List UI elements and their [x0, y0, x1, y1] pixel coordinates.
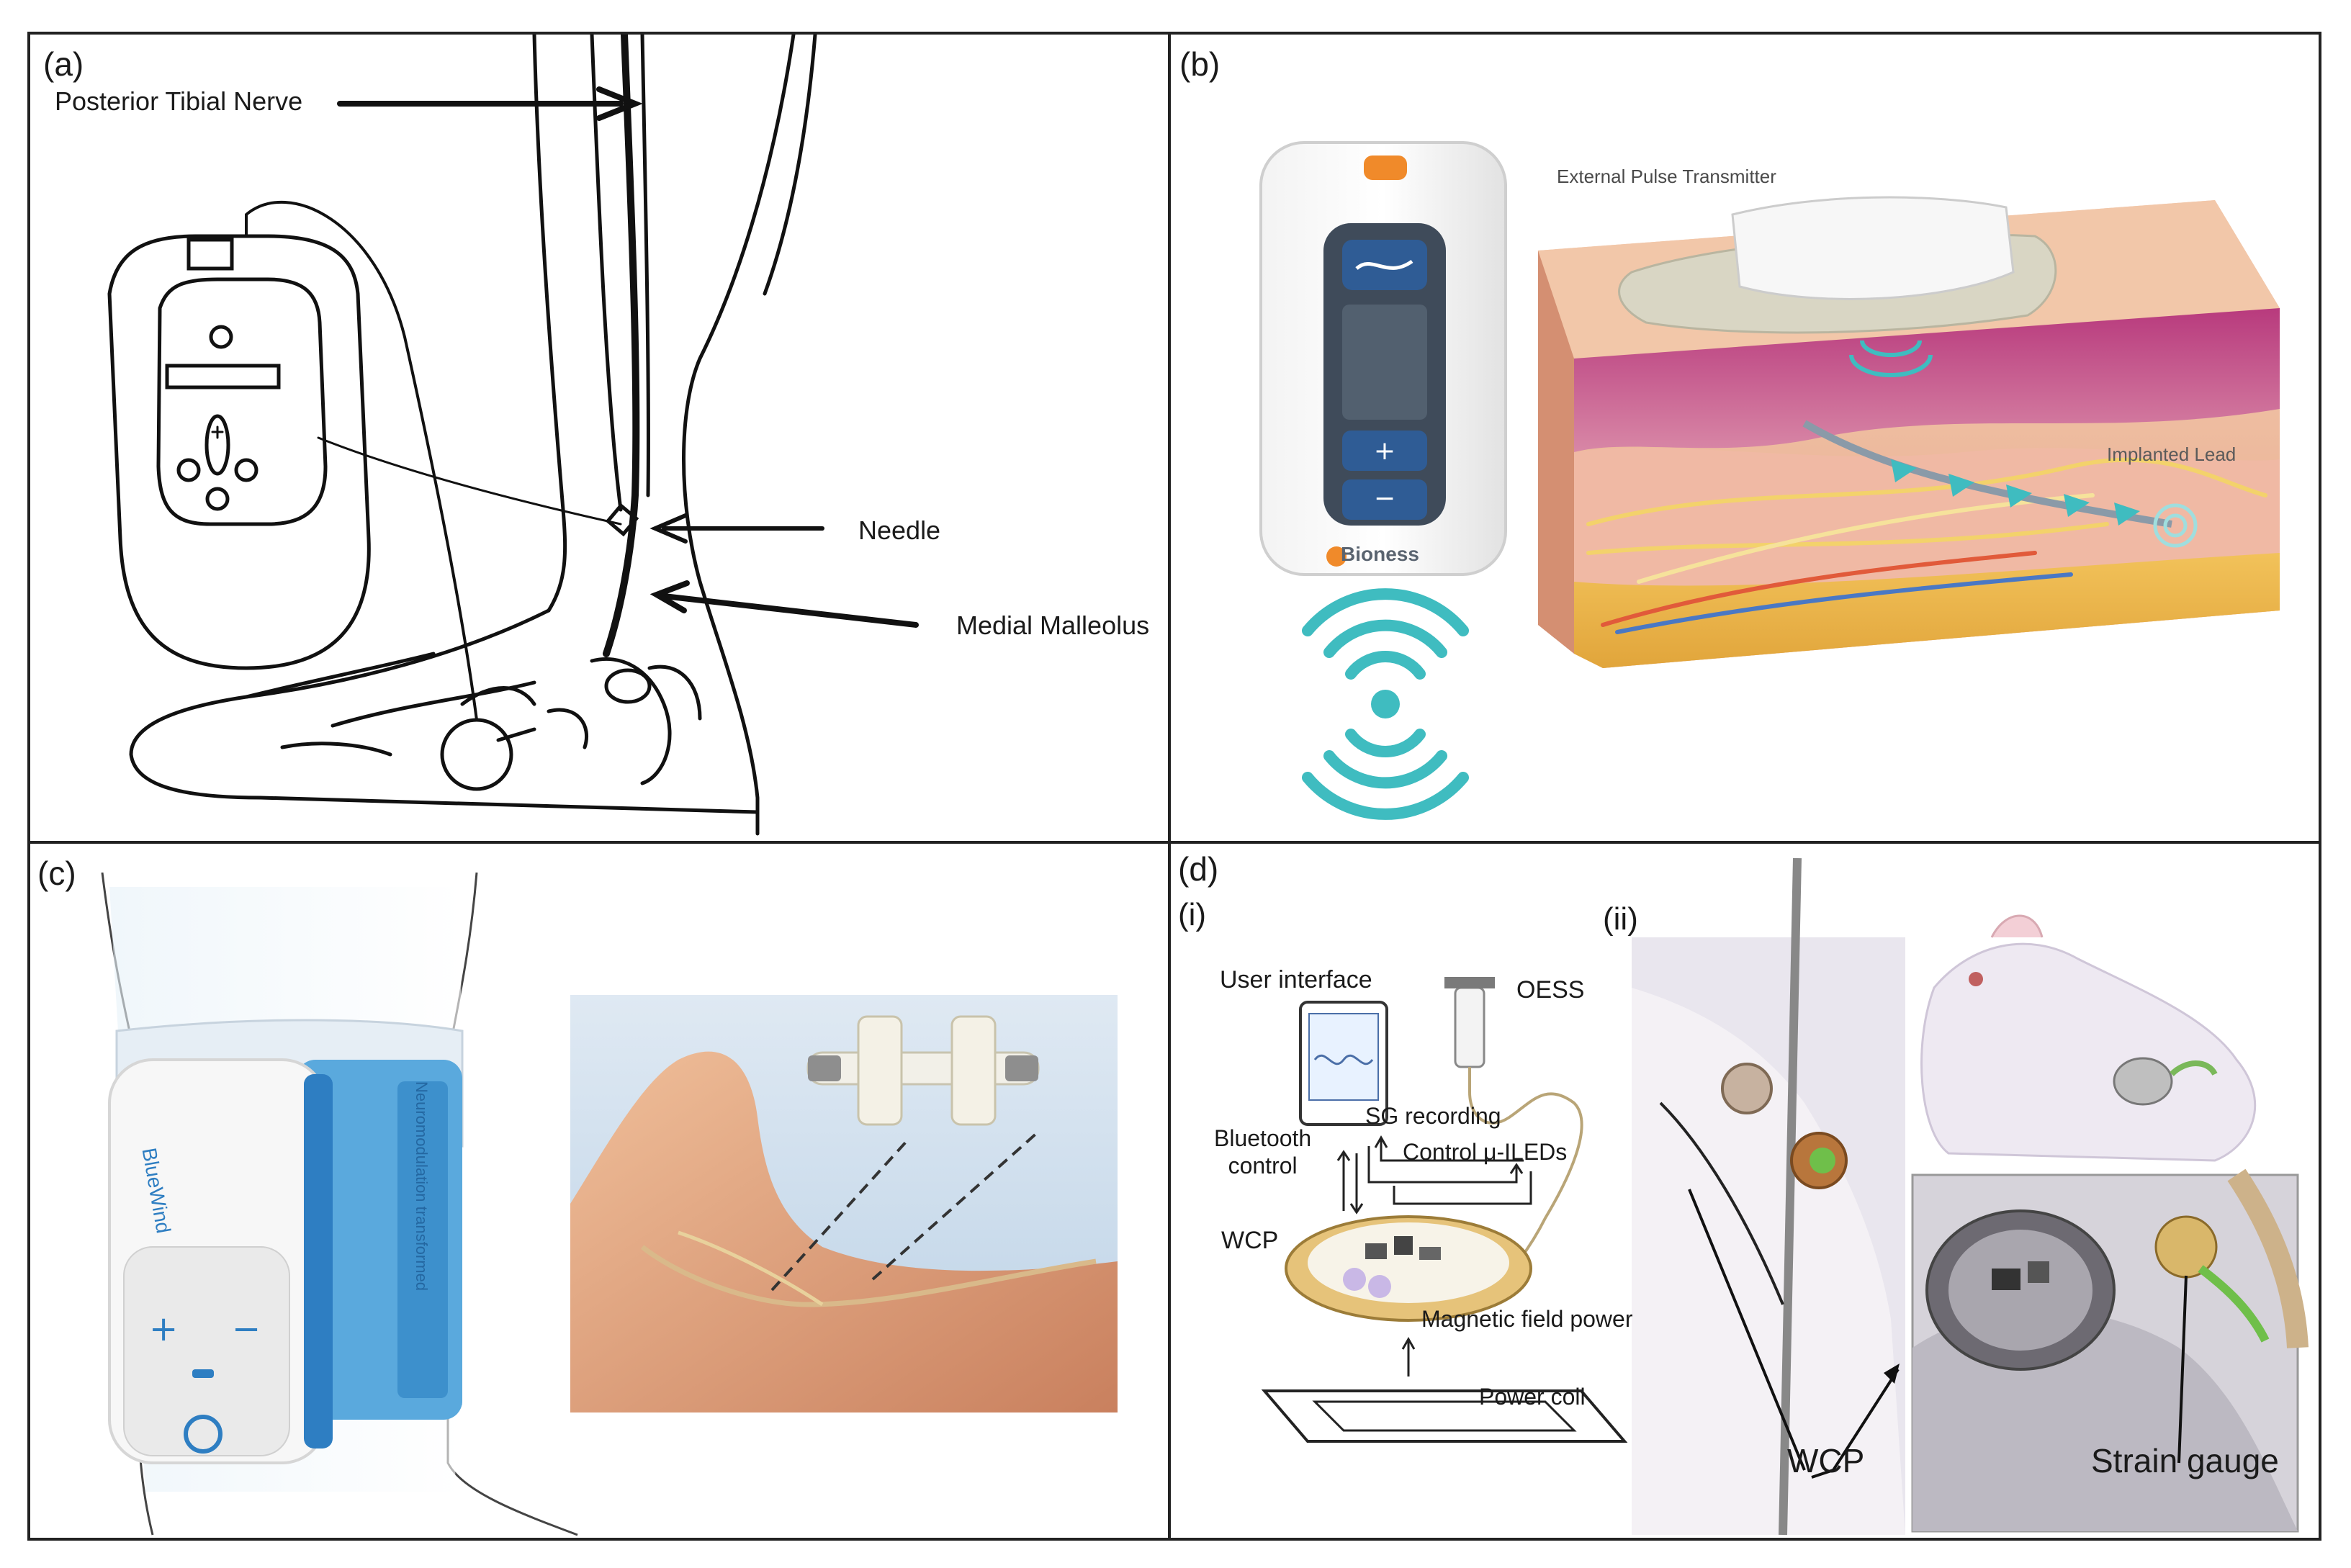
- label-control-leds: Control μ-ILEDs: [1403, 1139, 1568, 1165]
- panel-c-label: (c): [37, 855, 76, 892]
- callout-external-pulse-transmitter: External Pulse Transmitter: [1557, 166, 1776, 187]
- callout-posterior-tibial-nerve: Posterior Tibial Nerve: [55, 86, 303, 116]
- figure-frame: [27, 32, 2321, 1541]
- leg-sketch: [107, 35, 919, 836]
- label-wcp-diagram: WCP: [1221, 1227, 1279, 1254]
- ankle-device-illustration: + −: [101, 872, 1118, 1536]
- device-brand-bioness: Bioness: [1341, 543, 1419, 565]
- label-oess: OESS: [1516, 976, 1585, 1004]
- implant-illustration: + −: [1259, 141, 2280, 820]
- label-bluetooth-control: Bluetooth control: [1214, 1125, 1312, 1179]
- svg-text:+: +: [1374, 436, 1395, 466]
- panel-b-label: (b): [1179, 45, 1221, 83]
- label-power-coil: Power coil: [1479, 1384, 1586, 1410]
- panel-d-sub-i: (i): [1178, 897, 1207, 932]
- label-wcp-photo: WCP: [1787, 1442, 1865, 1479]
- svg-text:−: −: [1374, 484, 1395, 513]
- callout-needle: Needle: [858, 515, 941, 545]
- svg-text:−: −: [232, 1309, 261, 1349]
- panel-b: (b) + −: [1171, 35, 2319, 841]
- callout-medial-malleolus: Medial Malleolus: [956, 610, 1150, 640]
- panel-d: (d) (i) (ii): [1171, 844, 2319, 1538]
- svg-text:+: +: [149, 1309, 178, 1349]
- label-strain-gauge: Strain gauge: [2091, 1442, 2279, 1479]
- label-sg-recording: SG recording: [1365, 1103, 1501, 1129]
- vertical-divider: [1168, 32, 1171, 1541]
- callout-implanted-lead: Implanted Lead: [2107, 443, 2237, 465]
- panel-d-label: (d): [1178, 850, 1219, 888]
- horizontal-divider: [27, 841, 2321, 844]
- panel-c: (c) + −: [30, 844, 1168, 1538]
- panel-a-label: (a): [43, 45, 84, 83]
- panel-d-sub-ii: (ii): [1603, 901, 1638, 937]
- label-user-interface: User interface: [1220, 966, 1372, 993]
- label-magnetic-field-power: Magnetic field power: [1421, 1306, 1633, 1332]
- strap-text: Neuromodulation transformed: [413, 1081, 431, 1292]
- wireless-system-diagram: [1261, 857, 2309, 1536]
- panel-a: (a): [30, 35, 1168, 841]
